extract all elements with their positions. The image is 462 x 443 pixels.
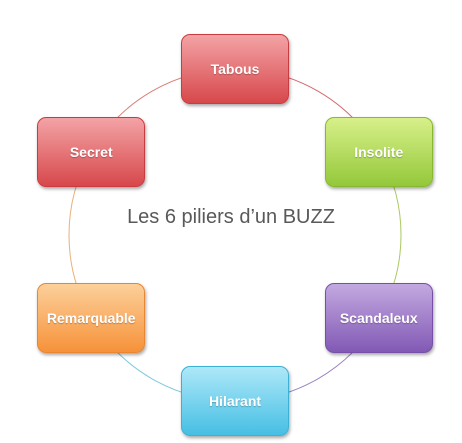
node-remarquable: Remarquable bbox=[37, 283, 146, 353]
node-label: Remarquable bbox=[46, 310, 136, 326]
node-label: Tabous bbox=[210, 61, 260, 77]
node-tabous: Tabous bbox=[181, 34, 289, 104]
node-secret: Secret bbox=[37, 117, 146, 187]
node-label: Hilarant bbox=[208, 393, 262, 409]
node-insolite: Insolite bbox=[324, 117, 433, 187]
center-title: Les 6 piliers d’un BUZZ bbox=[127, 206, 335, 228]
node-hilarant: Hilarant bbox=[181, 366, 289, 436]
node-label: Secret bbox=[69, 144, 113, 160]
node-scandaleux: Scandaleux bbox=[324, 283, 433, 353]
node-label: Insolite bbox=[354, 144, 404, 160]
node-label: Scandaleux bbox=[339, 310, 418, 326]
